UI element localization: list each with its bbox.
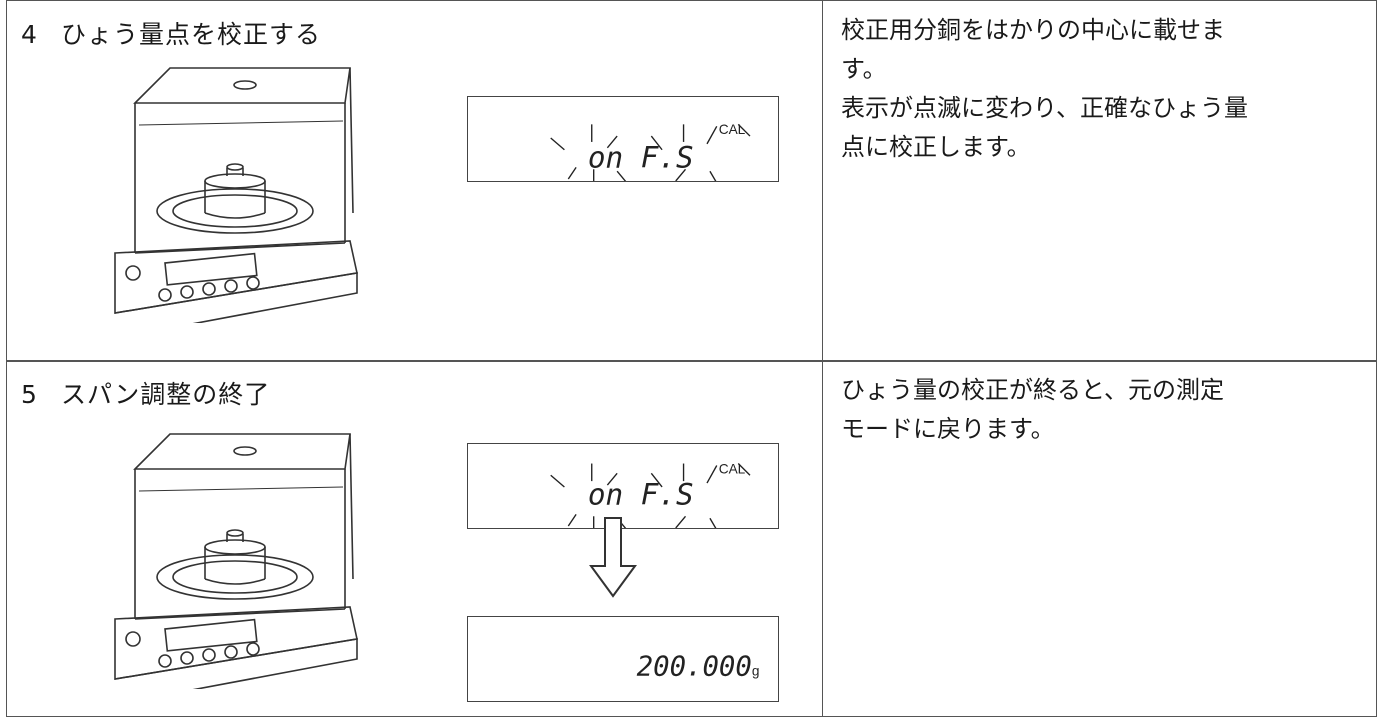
description-line: モードに戻ります。 xyxy=(841,415,1055,443)
display-text: on F.S xyxy=(588,478,694,512)
balance-illustration xyxy=(114,433,358,689)
cal-indicator: CAL xyxy=(719,122,746,137)
instruction-table: 4 ひょう量点を校正する xyxy=(6,0,1377,717)
description-line: す。 xyxy=(841,55,887,83)
result-value: 200.000 xyxy=(637,652,752,683)
step-heading: 4 ひょう量点を校正する xyxy=(21,15,321,51)
lcd-display-result: 200.000 g xyxy=(467,616,779,702)
step-row-5: 5 スパン調整の終了 xyxy=(6,360,1377,717)
step-title: ひょう量点を校正する xyxy=(61,20,322,49)
lcd-display: on F.S CAL xyxy=(467,443,779,529)
description-line: 校正用分銅をはかりの中心に載せま xyxy=(841,16,1225,44)
blinking-display-graphic: on F.S CAL xyxy=(550,122,751,181)
description-line: 表示が点滅に変わり、正確なひょう量 xyxy=(841,94,1249,122)
blinking-display-graphic: on F.S CAL xyxy=(550,461,751,528)
step-heading: 5 スパン調整の終了 xyxy=(21,375,270,411)
step-number: 5 xyxy=(21,380,38,409)
down-arrow-icon xyxy=(589,517,637,598)
column-divider xyxy=(822,361,823,716)
cal-indicator: CAL xyxy=(719,461,746,476)
description-line: 点に校正します。 xyxy=(841,133,1031,161)
balance-illustration xyxy=(114,67,358,323)
lcd-display: on F.S CAL xyxy=(467,96,779,182)
step-title: スパン調整の終了 xyxy=(61,380,271,409)
result-unit: g xyxy=(752,664,760,679)
result-display-graphic: 200.000 g xyxy=(637,652,760,683)
step-description: ひょう量の校正が終ると、元の測定 モードに戻ります。 xyxy=(841,371,1361,449)
step-description: 校正用分銅をはかりの中心に載せま す。 表示が点滅に変わり、正確なひょう量 点に… xyxy=(841,11,1361,167)
display-text: on F.S xyxy=(588,140,694,174)
step-number: 4 xyxy=(21,20,38,49)
description-line: ひょう量の校正が終ると、元の測定 xyxy=(841,376,1225,404)
column-divider xyxy=(822,1,823,361)
step-row-4: 4 ひょう量点を校正する xyxy=(6,0,1377,362)
